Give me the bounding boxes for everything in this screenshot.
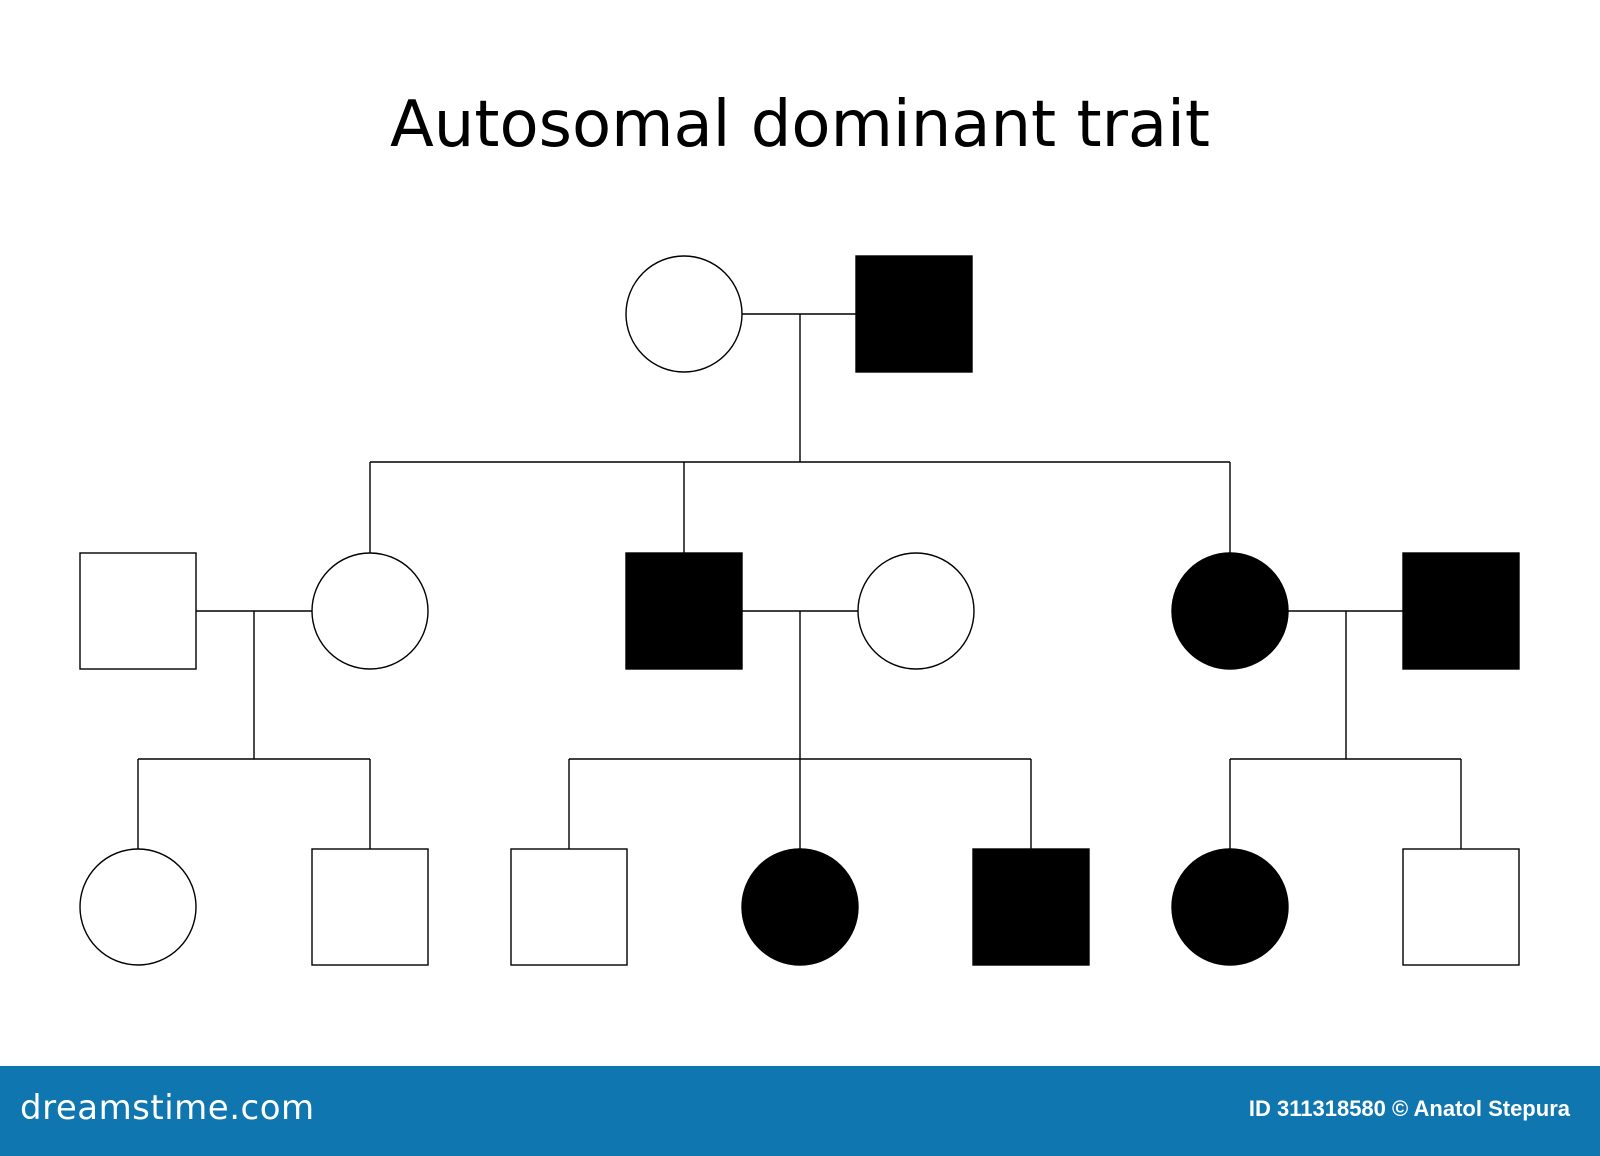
unaffected-male-g3-a2 bbox=[311, 848, 429, 966]
pedigree-symbols bbox=[79, 255, 1520, 966]
affected-male-g1-father bbox=[855, 255, 973, 373]
pedigree-chart bbox=[79, 255, 1520, 966]
affected-male-g3-b3 bbox=[972, 848, 1090, 966]
pedigree-lines bbox=[137, 313, 1462, 849]
page-title: Autosomal dominant trait bbox=[390, 88, 1210, 162]
image-credit: ID 311318580 © Anatol Stepura bbox=[1248, 1096, 1570, 1121]
affected-female-g2-daughter-c bbox=[1171, 552, 1289, 670]
brand-logo: dreamstime.com bbox=[20, 1088, 315, 1128]
unaffected-female-g3-a1 bbox=[79, 848, 197, 966]
footer-bar: dreamstime.com ID 311318580 © Anatol Ste… bbox=[0, 1066, 1600, 1156]
unaffected-female-g2-spouse-b bbox=[857, 552, 975, 670]
unaffected-male-g2-spouse-a bbox=[79, 552, 197, 670]
unaffected-female-g2-daughter-a bbox=[311, 552, 429, 670]
affected-male-g2-spouse-c bbox=[1402, 552, 1520, 670]
unaffected-male-g3-c2 bbox=[1402, 848, 1520, 966]
affected-female-g3-c1 bbox=[1171, 848, 1289, 966]
affected-female-g3-b2 bbox=[741, 848, 859, 966]
unaffected-male-g3-b1 bbox=[510, 848, 628, 966]
unaffected-female-g1-mother bbox=[625, 255, 743, 373]
affected-male-g2-son-b bbox=[625, 552, 743, 670]
